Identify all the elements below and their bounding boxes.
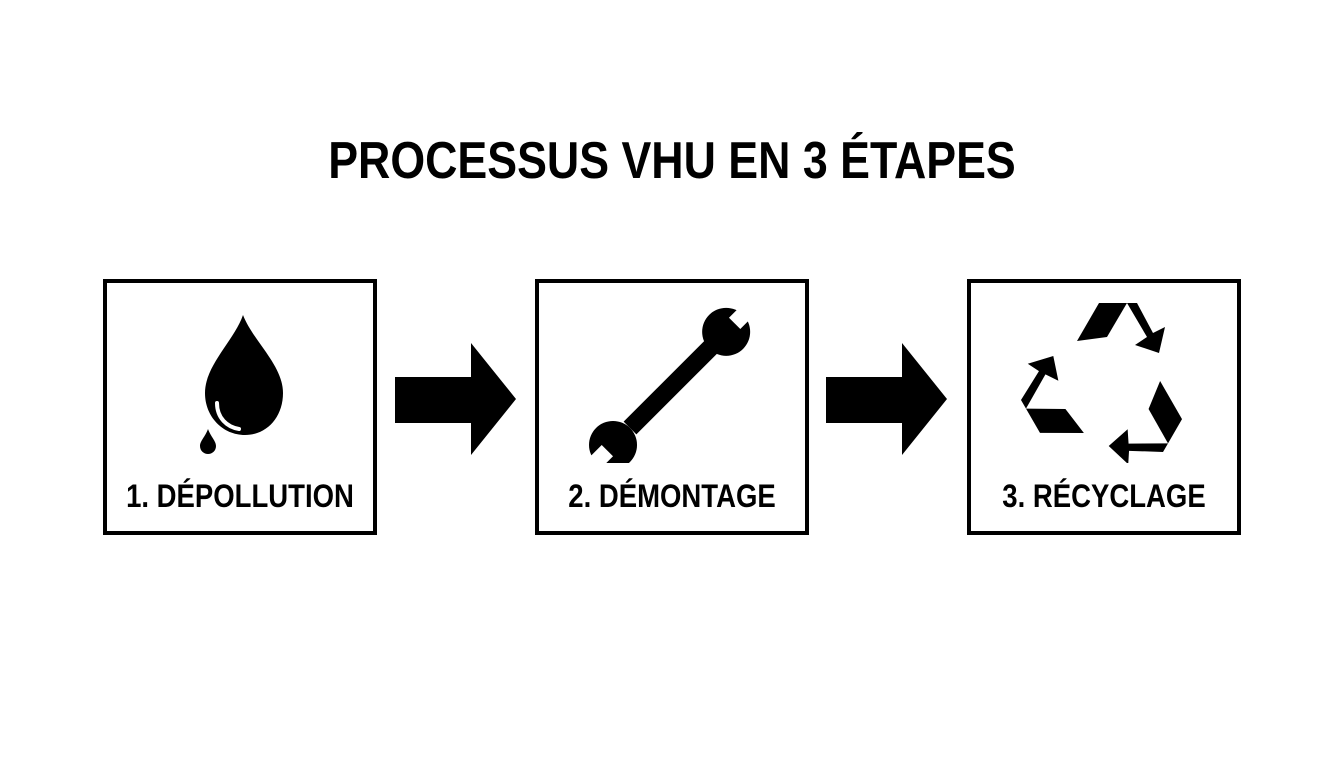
- step-demontage: 2. DÉMONTAGE: [535, 279, 809, 535]
- step-label: 2. DÉMONTAGE: [568, 478, 776, 514]
- oil-drop-icon: [107, 283, 373, 463]
- arrow-right-icon: [826, 343, 950, 455]
- recycle-icon: [971, 283, 1237, 463]
- wrench-icon: [539, 283, 805, 463]
- step-recyclage: 3. RÉCYCLAGE: [967, 279, 1241, 535]
- step-label: 3. RÉCYCLAGE: [1002, 478, 1206, 514]
- step-depollution: 1. DÉPOLLUTION: [103, 279, 377, 535]
- step-label: 1. DÉPOLLUTION: [126, 478, 354, 514]
- arrow-right-icon: [395, 343, 519, 455]
- diagram-title: PROCESSUS VHU EN 3 ÉTAPES: [328, 132, 1016, 190]
